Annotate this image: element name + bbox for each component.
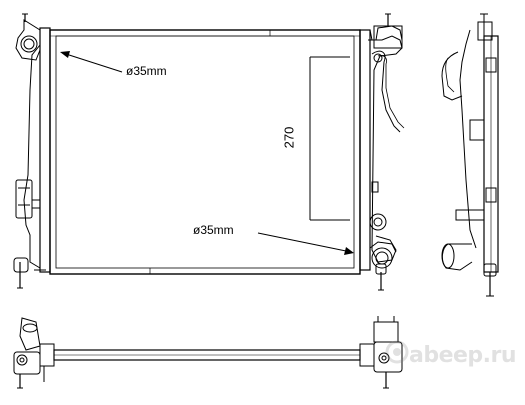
inlet-diameter-label: ø35mm: [126, 64, 167, 78]
watermark-logo-icon: [385, 340, 409, 364]
right-tank: [359, 13, 405, 291]
left-tank: [13, 13, 51, 289]
outlet-diameter-label: ø35mm: [193, 223, 234, 237]
front-view: [13, 13, 405, 291]
outlet-leader-arrow: [257, 232, 354, 255]
height-dimension-bracket: [309, 56, 350, 221]
radiator-core: [49, 29, 361, 275]
bottom-view: [13, 316, 403, 389]
side-view: [441, 13, 499, 297]
watermark: abeep.ru: [385, 337, 517, 373]
inlet-leader-arrow: [60, 51, 123, 73]
watermark-text: abeep.ru: [409, 343, 517, 368]
tank-height-label: 270: [281, 126, 297, 149]
